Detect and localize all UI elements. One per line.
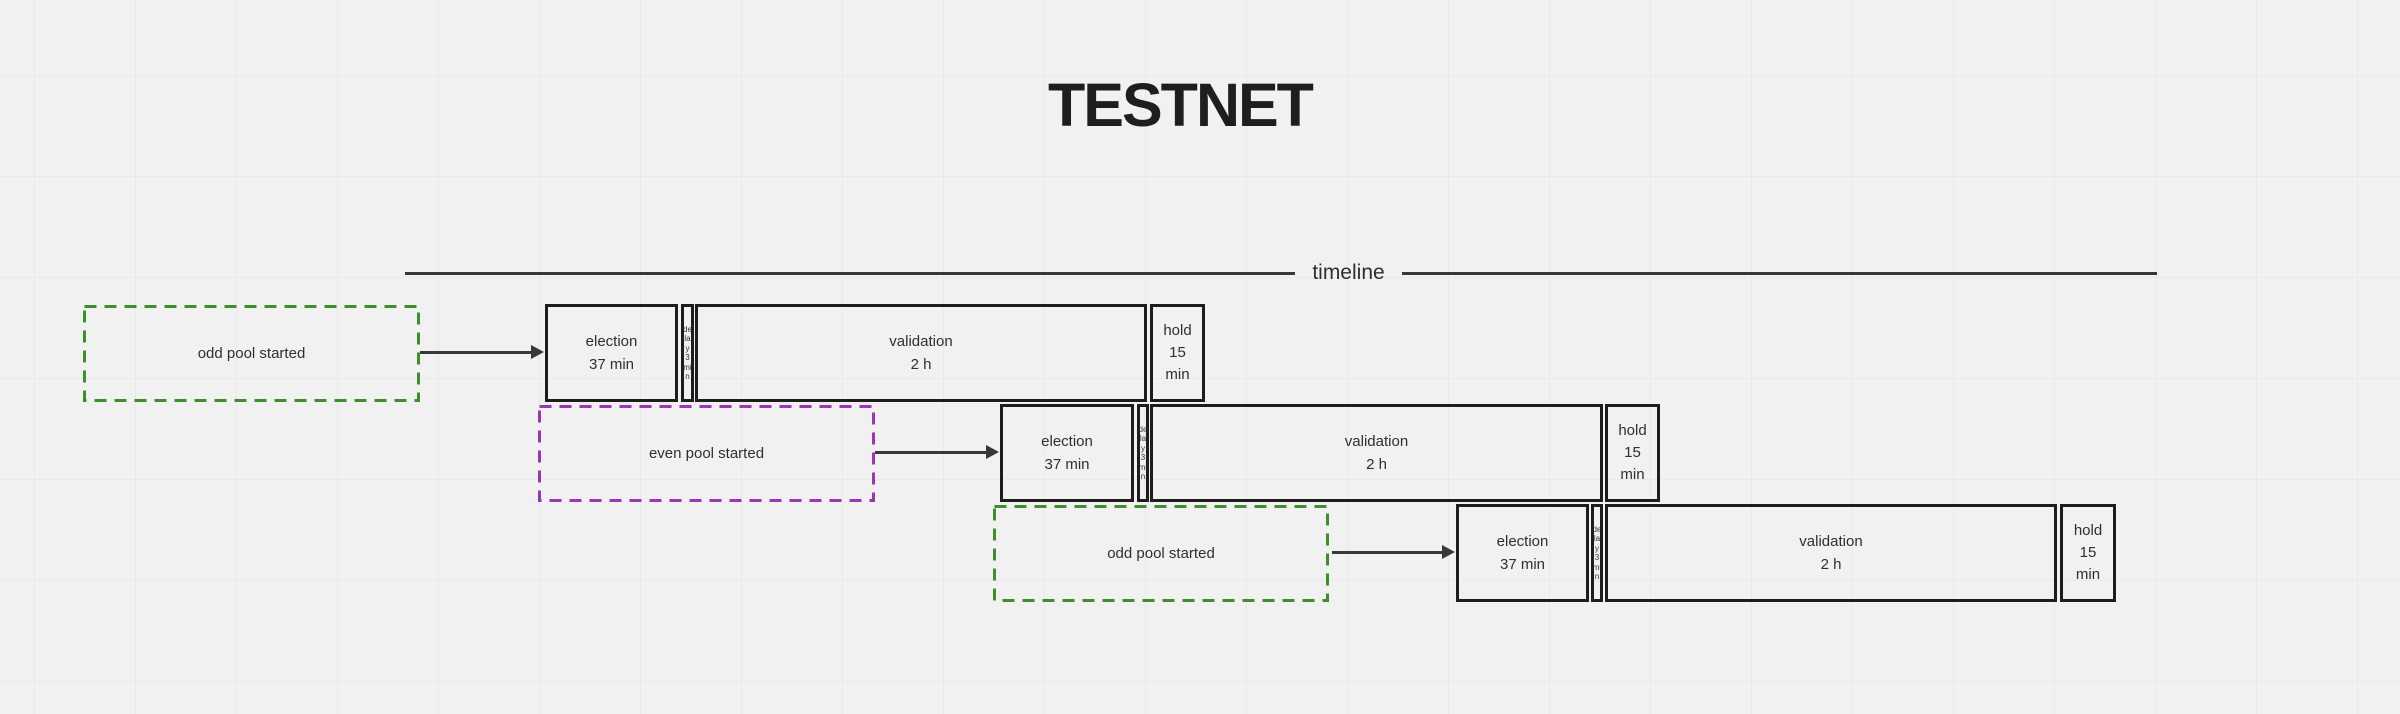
validation-label-line2: 2 h (1366, 456, 1387, 473)
delay-label: delay 3 min (1138, 424, 1148, 482)
hold-label-line3: min (1620, 466, 1645, 483)
trigger-box-even-pool: even pool started (538, 405, 875, 502)
election-label-line1: election (585, 333, 638, 350)
hold-box: hold 15 min (1605, 404, 1660, 502)
delay-label: delay 3 min (1592, 524, 1602, 582)
election-box: election 37 min (1456, 504, 1589, 602)
hold-label-line2: 15 (1624, 444, 1641, 461)
timeline-label: timeline (1312, 261, 1385, 284)
dashed-border (83, 305, 420, 402)
trigger-label: even pool started (648, 445, 765, 462)
hold-label-line2: 15 (2079, 544, 2097, 561)
hold-box: hold 15 min (1150, 304, 1205, 402)
validation-box: validation 2 h (1605, 504, 2057, 602)
dashed-border (993, 505, 1329, 602)
hold-label-line3: min (2075, 566, 2101, 583)
validation-label-line2: 2 h (910, 356, 932, 373)
validation-box: validation 2 h (695, 304, 1147, 402)
election-box: election 37 min (545, 304, 678, 402)
validation-label-line1: validation (1344, 433, 1409, 450)
arrow-connector (420, 345, 544, 359)
timeline-line-right (1402, 272, 2157, 275)
trigger-label: odd pool started (1107, 545, 1215, 562)
hold-label-line3: min (1165, 366, 1190, 383)
hold-box: hold 15 min (2060, 504, 2116, 602)
election-box: election 37 min (1000, 404, 1134, 502)
hold-label-line1: hold (1163, 322, 1192, 339)
arrow-connector (1332, 545, 1455, 559)
delay-box: delay 3 min (681, 304, 694, 402)
dashed-border (538, 405, 875, 502)
arrow-connector (875, 445, 999, 459)
election-label-line1: election (1496, 533, 1549, 550)
hold-label-line1: hold (1618, 422, 1647, 439)
election-label-line2: 37 min (1499, 556, 1546, 573)
delay-box: delay 3 min (1591, 504, 1603, 602)
validation-label-line1: validation (1799, 533, 1863, 550)
hold-label-line2: 15 (1169, 344, 1186, 361)
trigger-box-odd-pool-2: odd pool started (993, 505, 1329, 602)
trigger-label: odd pool started (197, 345, 306, 362)
diagram-title: TESTNET (1048, 71, 1314, 139)
election-label-line1: election (1041, 433, 1093, 450)
trigger-box-odd-pool-1: odd pool started (83, 305, 420, 402)
validation-label-line2: 2 h (1820, 556, 1842, 573)
election-label-line2: 37 min (1044, 456, 1090, 473)
hold-label-line1: hold (2073, 522, 2103, 539)
timeline-line-left (405, 272, 1295, 275)
election-label-line2: 37 min (588, 356, 635, 373)
delay-box: delay 3 min (1137, 404, 1149, 502)
delay-label: delay 3 min (683, 324, 692, 382)
validation-label-line1: validation (889, 333, 953, 350)
validation-box: validation 2 h (1150, 404, 1603, 502)
